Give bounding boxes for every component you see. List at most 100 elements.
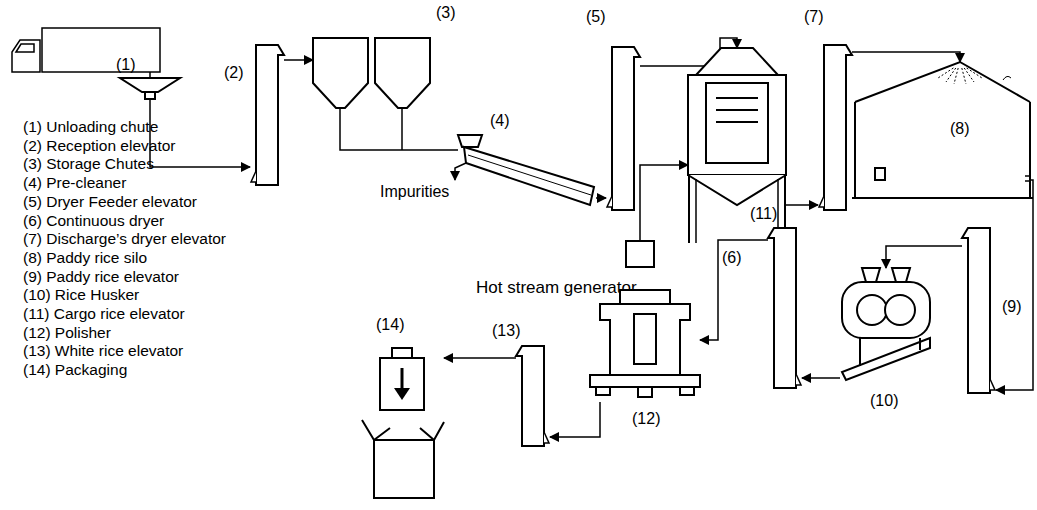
polisher-drawing — [638, 387, 652, 397]
callout-number: (3) — [436, 4, 456, 22]
truck-window — [16, 44, 34, 52]
hot-stream-generator-drawing — [626, 241, 654, 267]
continuous-dryer-drawing — [716, 97, 758, 99]
continuous-dryer-drawing — [716, 121, 758, 123]
bucket-elevator-drawing — [819, 45, 852, 210]
paddy-silo-drawing — [967, 68, 982, 78]
rice-husker-drawing — [859, 338, 861, 366]
continuous-dryer-drawing — [706, 83, 768, 163]
rice-husker-drawing — [842, 282, 930, 338]
bucket-elevator: (13) — [516, 346, 550, 446]
rice-husker-drawing — [842, 338, 930, 380]
unloading-chute-drawing — [145, 92, 155, 99]
continuous-dryer-drawing — [695, 179, 697, 243]
unloading-chute-drawing — [120, 78, 180, 100]
packaging-drawing — [394, 388, 410, 400]
bucket-elevator: (7) — [818, 45, 852, 210]
flow-arrow — [596, 197, 606, 199]
packaging-drawing — [392, 348, 412, 358]
paddy-silo-drawing — [964, 68, 974, 82]
callout-number: (1) — [116, 56, 136, 74]
legend-entry: (4) Pre-cleaner — [23, 174, 126, 192]
callout-number: (6) — [722, 249, 742, 267]
bucket-elevator-drawing — [256, 45, 284, 185]
bucket-elevator-drawing — [796, 374, 801, 385]
storage-chutes-drawing — [313, 38, 368, 108]
pre-cleaner-drawing — [464, 147, 594, 205]
truck-icon — [12, 28, 160, 72]
paddy-silo-drawing — [875, 168, 885, 180]
legend-entry: (6) Continuous dryer — [23, 212, 164, 230]
bucket-elevator-drawing — [768, 228, 796, 388]
flow-arrow — [786, 204, 818, 206]
legend-entry: (9) Paddy rice elevator — [23, 268, 179, 286]
node-label: Hot stream generator — [476, 278, 637, 298]
storage-chutes: (3) — [313, 38, 431, 114]
pre-cleaner-drawing — [468, 155, 591, 195]
callout-number: (11) — [750, 205, 777, 223]
bucket-elevator: (9) — [962, 228, 996, 393]
bucket-elevator-drawing — [819, 196, 824, 207]
callout-number: (9) — [1002, 298, 1022, 316]
bucket-elevator-drawing — [962, 228, 990, 393]
legend-entry: (10) Rice Husker — [23, 286, 139, 304]
packaging-drawing — [362, 420, 444, 440]
pre-cleaner-drawing — [458, 135, 482, 147]
bucket-elevator: (11) — [768, 228, 802, 388]
bucket-elevator-drawing — [962, 228, 996, 393]
paddy-silo-drawing — [1003, 76, 1011, 80]
packaging-drawing — [401, 368, 404, 390]
polisher-drawing — [596, 387, 610, 395]
bucket-elevator-drawing — [607, 196, 612, 207]
storage-pipe — [401, 114, 403, 150]
flow-arrow — [340, 114, 458, 150]
bucket-elevator-drawing — [516, 346, 544, 446]
bucket-elevator-drawing — [606, 47, 640, 210]
paddy-silo-drawing — [1029, 102, 1031, 198]
paddy-silo-drawing — [854, 102, 856, 198]
rice-husker: (10) — [840, 268, 932, 386]
bucket-elevator: (5) — [606, 47, 640, 210]
legend-entry: (14) Packaging — [23, 361, 127, 379]
outlet-label: Impurities — [380, 183, 449, 201]
paddy-silo-drawing — [852, 197, 1033, 199]
impurities-outlet — [455, 163, 466, 180]
bucket-elevator-drawing — [768, 228, 801, 388]
legend-entry: (13) White rice elevator — [23, 342, 183, 360]
continuous-dryer-drawing — [696, 48, 778, 75]
polisher-drawing — [634, 314, 656, 364]
flow-arrow — [886, 246, 962, 268]
polisher-drawing — [620, 290, 670, 304]
truck-cab — [12, 40, 40, 72]
bucket-elevator-drawing — [962, 228, 995, 393]
paddy-silo: (8) — [855, 62, 1030, 200]
polisher-drawing — [600, 304, 690, 375]
storage-chutes-drawing — [375, 38, 430, 108]
paddy-silo-drawing — [946, 68, 956, 82]
flow-arrow — [444, 357, 516, 359]
callout-number: (8) — [950, 120, 970, 138]
paddy-silo-drawing — [1025, 180, 1030, 182]
unloading-chute-drawing — [120, 78, 180, 92]
paddy-silo-drawing — [855, 62, 1030, 200]
continuous-dryer-drawing — [688, 75, 786, 175]
callout-number: (10) — [870, 392, 898, 410]
flow-arrow — [802, 377, 840, 379]
flow-arrow — [700, 240, 768, 340]
rice-husker-drawing — [892, 268, 910, 282]
bucket-elevator-drawing — [516, 346, 550, 446]
callout-number: (7) — [804, 8, 824, 26]
bucket-elevator-drawing — [768, 228, 802, 388]
rice-husker-drawing — [840, 268, 932, 386]
continuous-dryer-drawing — [716, 109, 758, 111]
legend-entry: (5) Dryer Feeder elevator — [23, 193, 197, 211]
bucket-elevator-drawing — [612, 47, 640, 210]
rice-husker-drawing — [885, 295, 915, 325]
storage-chutes-drawing — [401, 108, 403, 114]
bucket-elevator: (2) — [250, 45, 284, 185]
legend-entry: (1) Unloading chute — [23, 118, 158, 136]
flow-arrow — [150, 100, 250, 167]
pre-cleaner: (4) — [458, 135, 596, 207]
legend-entry: (11) Cargo rice elevator — [23, 305, 185, 323]
